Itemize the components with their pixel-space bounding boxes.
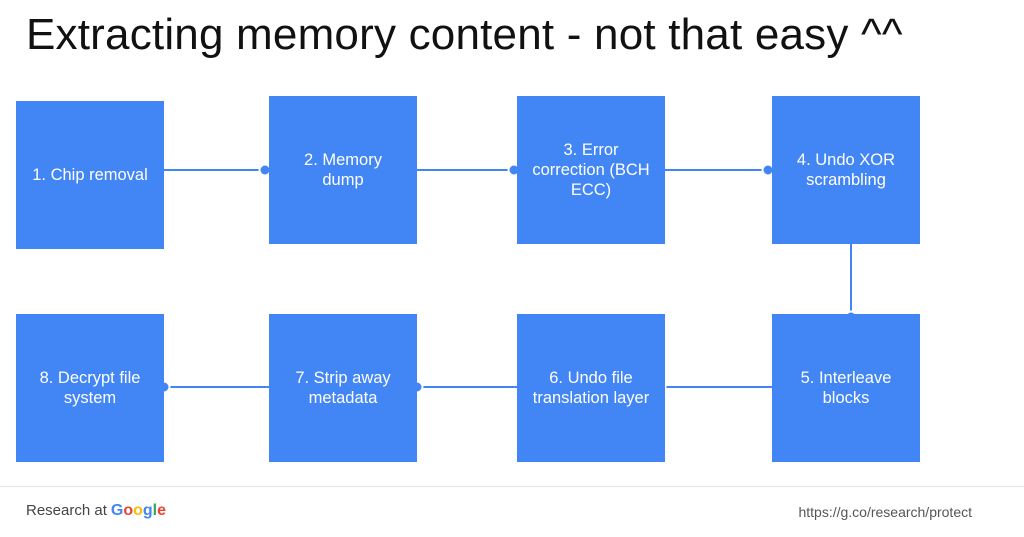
footer-brand: Research at Google <box>26 502 166 520</box>
brand-prefix: Research at <box>26 502 107 519</box>
step-6-label: 6. Undo file translation layer <box>532 369 650 407</box>
step-3-box: 3. Error correction (BCH ECC) <box>517 96 665 244</box>
slide-title: Extracting memory content - not that eas… <box>26 10 903 59</box>
step-5-box: 5. Interleave blocks <box>772 314 920 462</box>
google-logo-letter: G <box>110 502 124 519</box>
google-logo: Google <box>111 502 166 520</box>
step-8-box: 8. Decrypt file system <box>16 314 164 462</box>
step-3-label: 3. Error correction (BCH ECC) <box>532 141 650 199</box>
google-logo-letter: e <box>157 502 167 519</box>
step-2-label: 2. Memory dump <box>304 151 382 189</box>
step-1-label: 1. Chip removal <box>32 166 148 184</box>
google-logo-letter: g <box>142 502 153 519</box>
step-6-box: 6. Undo file translation layer <box>517 314 665 462</box>
google-logo-letter: o <box>123 502 134 519</box>
google-logo-letter: o <box>133 502 143 519</box>
step-1-box: 1. Chip removal <box>16 101 164 249</box>
step-7-label: 7. Strip away metadata <box>295 369 391 407</box>
step-7-box: 7. Strip away metadata <box>269 314 417 462</box>
google-logo-letter: l <box>152 502 158 519</box>
footer-divider <box>0 486 1024 487</box>
step-8-label: 8. Decrypt file system <box>39 369 141 407</box>
step-5-label: 5. Interleave blocks <box>800 369 892 407</box>
step-4-label: 4. Undo XOR scrambling <box>796 151 896 189</box>
step-4-box: 4. Undo XOR scrambling <box>772 96 920 244</box>
step-2-box: 2. Memory dump <box>269 96 417 244</box>
footer-url: https://g.co/research/protect <box>798 504 972 520</box>
